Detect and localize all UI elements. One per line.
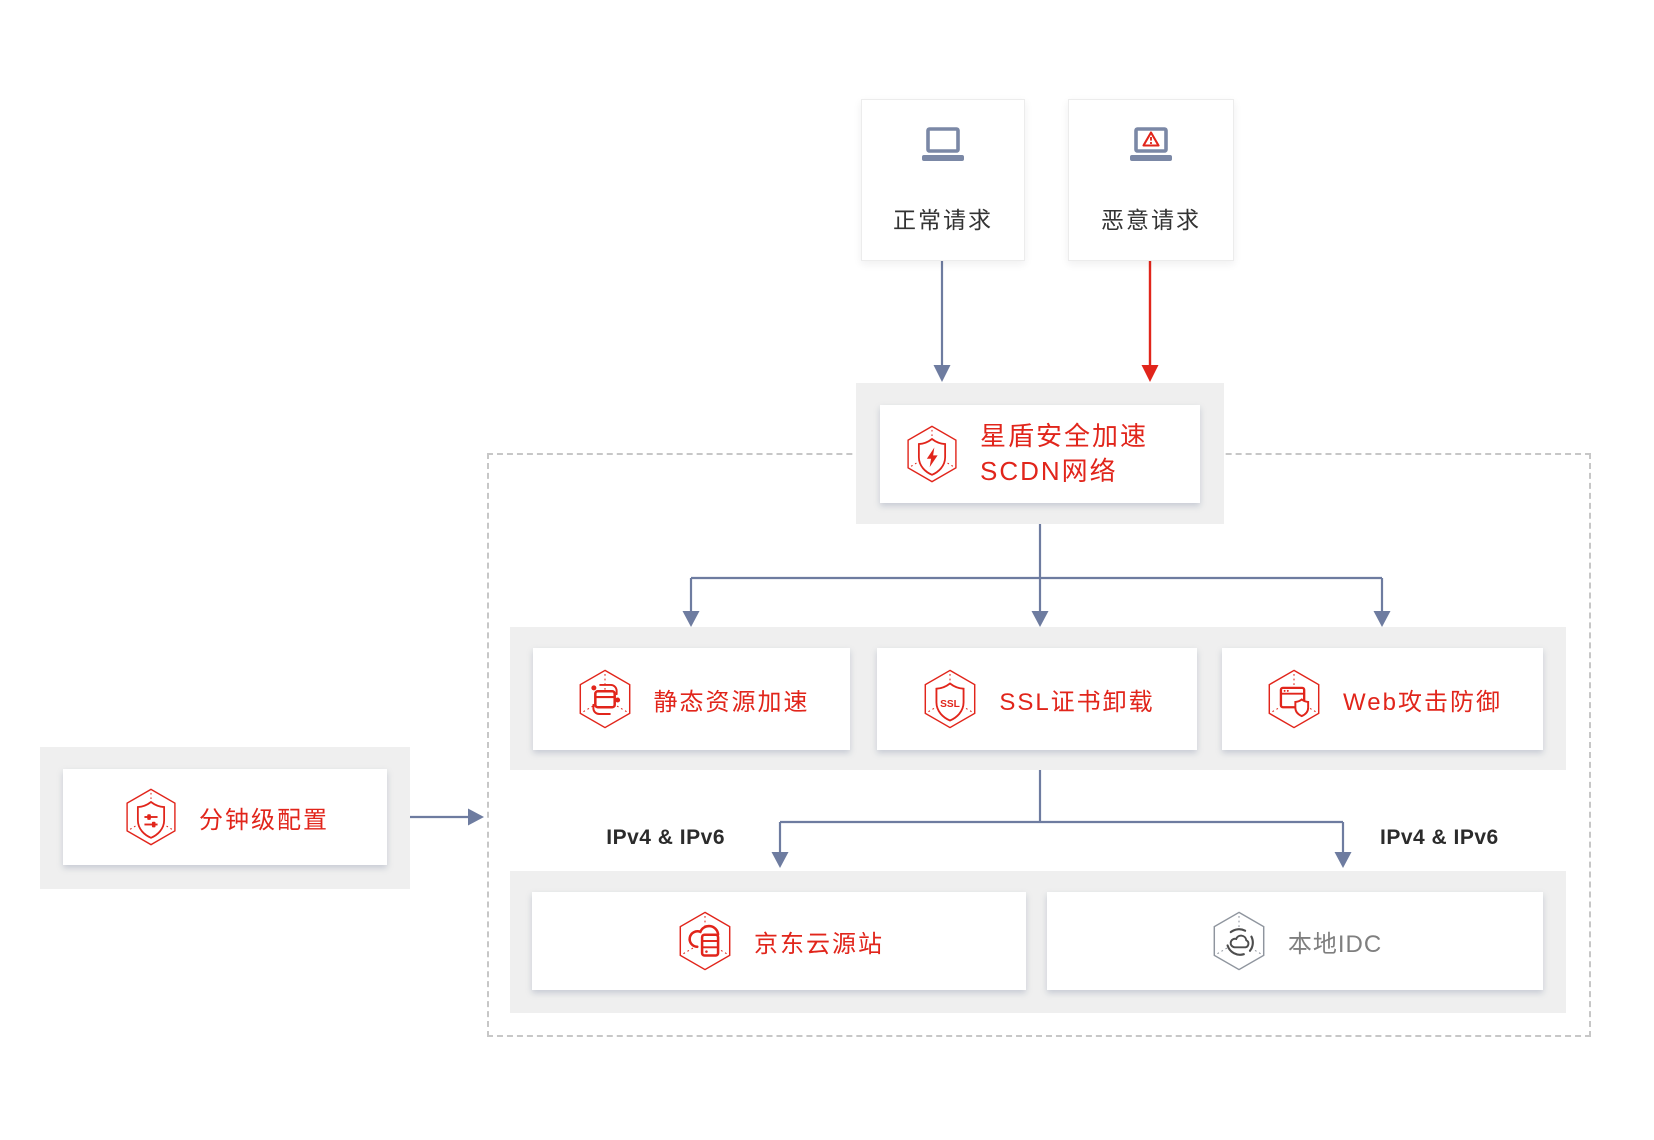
arrowhead xyxy=(468,808,484,826)
config-node-container: 分钟级配置 xyxy=(40,747,410,889)
arrowhead xyxy=(1141,365,1159,382)
node-scdn: 星盾安全加速 SCDN网络 xyxy=(880,405,1200,503)
node-normal-request: 正常请求 xyxy=(861,99,1025,261)
shield-lightning-hexagon-icon xyxy=(907,425,957,483)
static-resource-hexagon-icon xyxy=(579,669,630,729)
idc-cloud-hexagon-icon xyxy=(1213,911,1265,971)
ssl-badge-text: SSL xyxy=(940,699,960,710)
origin-row-container: 京东云源站 本地IDC xyxy=(510,871,1566,1013)
laptop-icon xyxy=(922,127,964,161)
laptop-warning-icon xyxy=(1130,127,1172,161)
arrowhead xyxy=(1373,611,1391,627)
node-label: 正常请求 xyxy=(893,207,993,233)
arrowhead xyxy=(1334,852,1352,868)
node-label: SSL证书卸载 xyxy=(999,688,1155,716)
web-shield-hexagon-icon xyxy=(1268,669,1320,729)
node-local-idc: 本地IDC xyxy=(1047,892,1543,990)
node-label: Web攻击防御 xyxy=(1343,688,1502,716)
node-malicious-request: 恶意请求 xyxy=(1068,99,1234,261)
arrowhead xyxy=(771,852,789,868)
ipv4-ipv6-label-left: IPv4 & IPv6 xyxy=(606,826,725,849)
node-label: 本地IDC xyxy=(1287,930,1383,958)
node-web-defense: Web攻击防御 xyxy=(1222,648,1543,750)
node-ssl-offload: SSL SSL证书卸载 xyxy=(877,648,1197,750)
origin-split-line xyxy=(780,770,1343,824)
node-label: 恶意请求 xyxy=(1101,207,1201,233)
node-label: 京东云源站 xyxy=(754,930,884,958)
scdn-title-line2: SCDN网络 xyxy=(980,456,1118,486)
arrowhead xyxy=(682,611,700,627)
scdn-title: 星盾安全加速 SCDN网络 xyxy=(980,419,1148,489)
node-minute-config: 分钟级配置 xyxy=(63,769,387,865)
ipv4-ipv6-label-right: IPv4 & IPv6 xyxy=(1380,826,1499,849)
cloud-server-hexagon-icon xyxy=(679,911,731,971)
scdn-title-line1: 星盾安全加速 xyxy=(980,420,1149,451)
scdn-node-container: 星盾安全加速 SCDN网络 xyxy=(856,383,1224,524)
node-jd-cloud-origin: 京东云源站 xyxy=(532,892,1026,990)
node-static-acceleration: 静态资源加速 xyxy=(533,648,850,750)
arrowhead xyxy=(1031,611,1049,627)
arrowhead xyxy=(933,365,951,382)
node-label: 分钟级配置 xyxy=(199,806,329,834)
node-label: 静态资源加速 xyxy=(653,688,810,716)
ssl-shield-hexagon-icon: SSL xyxy=(924,669,976,729)
config-shield-hexagon-icon xyxy=(126,788,176,846)
scdn-split-line xyxy=(691,524,1382,580)
feature-row-container: 静态资源加速 SSL SSL证书卸载 Web攻击防御 xyxy=(510,627,1566,770)
